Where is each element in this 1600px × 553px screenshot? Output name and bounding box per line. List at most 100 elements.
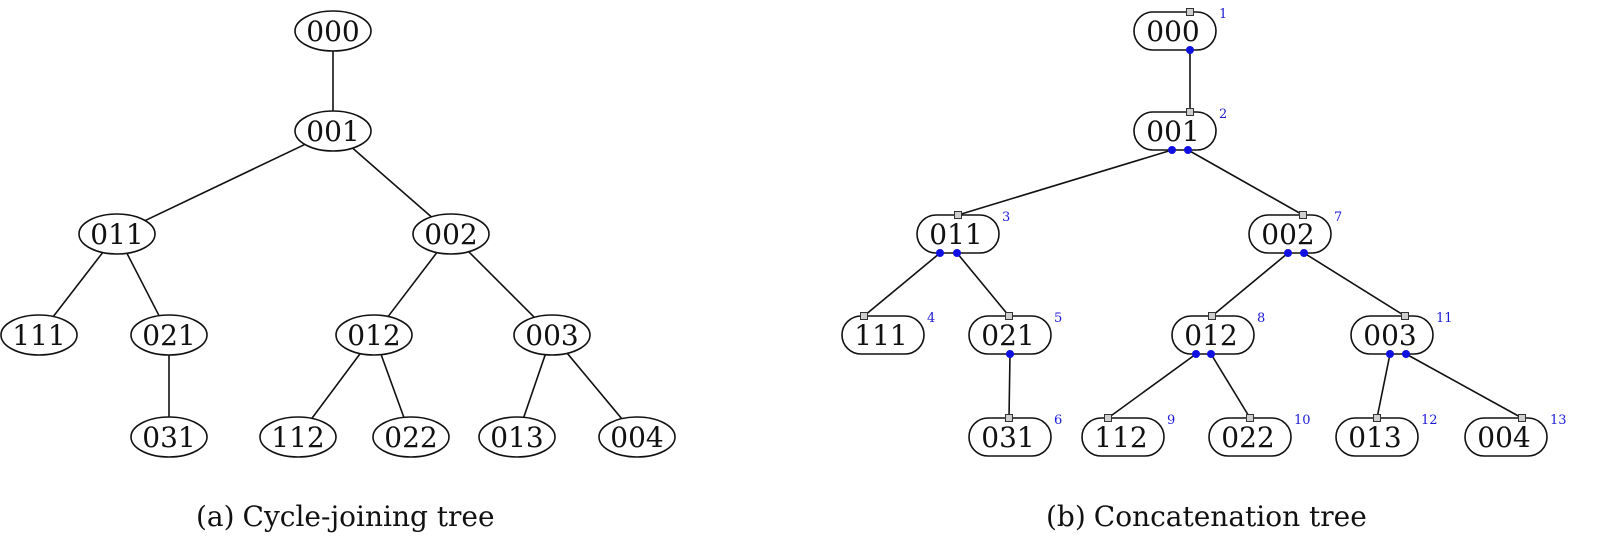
node-b-label: 002 [1261, 218, 1314, 251]
node-b-112: 112 9 [1081, 413, 1175, 457]
caption-a-label: (a) [196, 500, 235, 533]
node-b-order-label: 12 [1421, 413, 1438, 428]
node-b-entry-square [1208, 312, 1216, 320]
node-b-order-label: 5 [1054, 311, 1062, 326]
edge-b-012-112 [1107, 353, 1197, 419]
node-a-112: 112 [259, 416, 337, 458]
node-b-entry-square [1299, 211, 1307, 219]
node-b-order-label: 10 [1294, 413, 1311, 428]
edge-b-003-013 [1376, 353, 1391, 419]
edge-a-003-013 [522, 354, 547, 418]
edge-a-012-022 [380, 354, 405, 418]
node-b-003: 003 11 [1350, 311, 1453, 355]
node-a-label: 031 [142, 421, 195, 454]
node-a-label: 004 [610, 421, 663, 454]
node-b-label: 031 [981, 421, 1034, 454]
edge-a-002-003 [468, 251, 535, 318]
node-b-exit-dot [936, 249, 944, 257]
node-b-order-label: 7 [1334, 210, 1342, 225]
caption-b-label: (b) [1046, 500, 1086, 533]
node-b-order-label: 2 [1219, 107, 1227, 122]
edge-b-001-011 [957, 149, 1173, 216]
edge-a-001-011 [144, 143, 306, 222]
node-b-exit-dot [1386, 350, 1394, 358]
node-b-entry-square [1005, 312, 1013, 320]
node-a-label: 003 [525, 319, 578, 352]
node-b-order-label: 6 [1054, 413, 1062, 428]
node-a-002: 002 [412, 213, 490, 255]
node-b-004: 004 13 [1464, 413, 1567, 457]
caption-concatenation-tree: (b)Concatenation tree [1046, 500, 1367, 533]
edge-b-003-004 [1405, 353, 1523, 419]
node-b-exit-dot [1184, 146, 1192, 154]
node-b-order-label: 8 [1257, 311, 1265, 326]
node-b-002: 002 7 [1248, 210, 1342, 254]
node-b-order-label: 4 [927, 311, 935, 326]
node-a-label: 000 [306, 15, 359, 48]
edge-a-002-012 [387, 252, 438, 317]
node-a-label: 001 [306, 115, 359, 148]
node-b-entry-square [1246, 414, 1254, 422]
node-b-label: 003 [1363, 319, 1416, 352]
node-b-entry-square [1186, 108, 1194, 116]
edge-b-001-002 [1187, 149, 1304, 216]
node-b-entry-square [1401, 312, 1409, 320]
node-b-label: 022 [1221, 421, 1274, 454]
node-b-exit-dot [1186, 46, 1194, 54]
node-b-label: 013 [1348, 421, 1401, 454]
node-a-label: 021 [142, 319, 195, 352]
node-a-label: 002 [424, 218, 477, 251]
node-b-label: 111 [854, 319, 907, 352]
caption-b-title: Concatenation tree [1093, 500, 1367, 533]
node-b-exit-dot [1192, 350, 1200, 358]
node-a-label: 022 [384, 421, 437, 454]
node-a-label: 012 [347, 319, 400, 352]
edge-a-003-004 [566, 352, 623, 420]
node-a-label: 112 [271, 421, 324, 454]
edge-b-002-003 [1303, 252, 1406, 317]
node-b-exit-dot [1402, 350, 1410, 358]
caption-a-title: Cycle-joining tree [242, 500, 495, 533]
node-a-label: 011 [90, 218, 143, 251]
node-b-exit-dot [1207, 350, 1215, 358]
node-b-order-label: 9 [1167, 413, 1175, 428]
node-b-entry-square [954, 211, 962, 219]
edge-b-011-111 [863, 252, 941, 317]
node-b-entry-square [1518, 414, 1526, 422]
node-a-004: 004 [598, 416, 676, 458]
node-b-label: 021 [981, 319, 1034, 352]
node-b-013: 013 12 [1335, 413, 1438, 457]
node-a-021: 021 [130, 314, 208, 356]
node-b-label: 112 [1094, 421, 1147, 454]
node-b-exit-dot [1168, 146, 1176, 154]
node-a-003: 003 [513, 314, 591, 356]
node-a-013: 013 [478, 416, 556, 458]
node-a-012: 012 [335, 314, 413, 356]
node-a-011: 011 [78, 213, 156, 255]
node-a-022: 022 [372, 416, 450, 458]
node-b-label: 004 [1477, 421, 1530, 454]
node-b-entry-square [1005, 414, 1013, 422]
node-b-entry-square [1373, 414, 1381, 422]
node-b-exit-dot [953, 249, 961, 257]
caption-cycle-joining-tree: (a)Cycle-joining tree [196, 500, 495, 533]
node-b-022: 022 10 [1208, 413, 1311, 457]
node-b-order-label: 11 [1436, 311, 1453, 326]
node-a-000: 000 [294, 10, 372, 52]
node-b-order-label: 13 [1550, 413, 1567, 428]
node-b-exit-dot [1300, 249, 1308, 257]
edge-b-021-031 [1008, 353, 1011, 419]
node-b-label: 000 [1146, 15, 1199, 48]
edge-a-011-111 [52, 252, 104, 317]
node-b-exit-dot [1284, 249, 1292, 257]
node-b-label: 001 [1146, 115, 1199, 148]
edge-a-012-112 [311, 353, 361, 419]
node-b-021: 021 5 [968, 311, 1062, 355]
edge-b-012-022 [1210, 353, 1251, 419]
